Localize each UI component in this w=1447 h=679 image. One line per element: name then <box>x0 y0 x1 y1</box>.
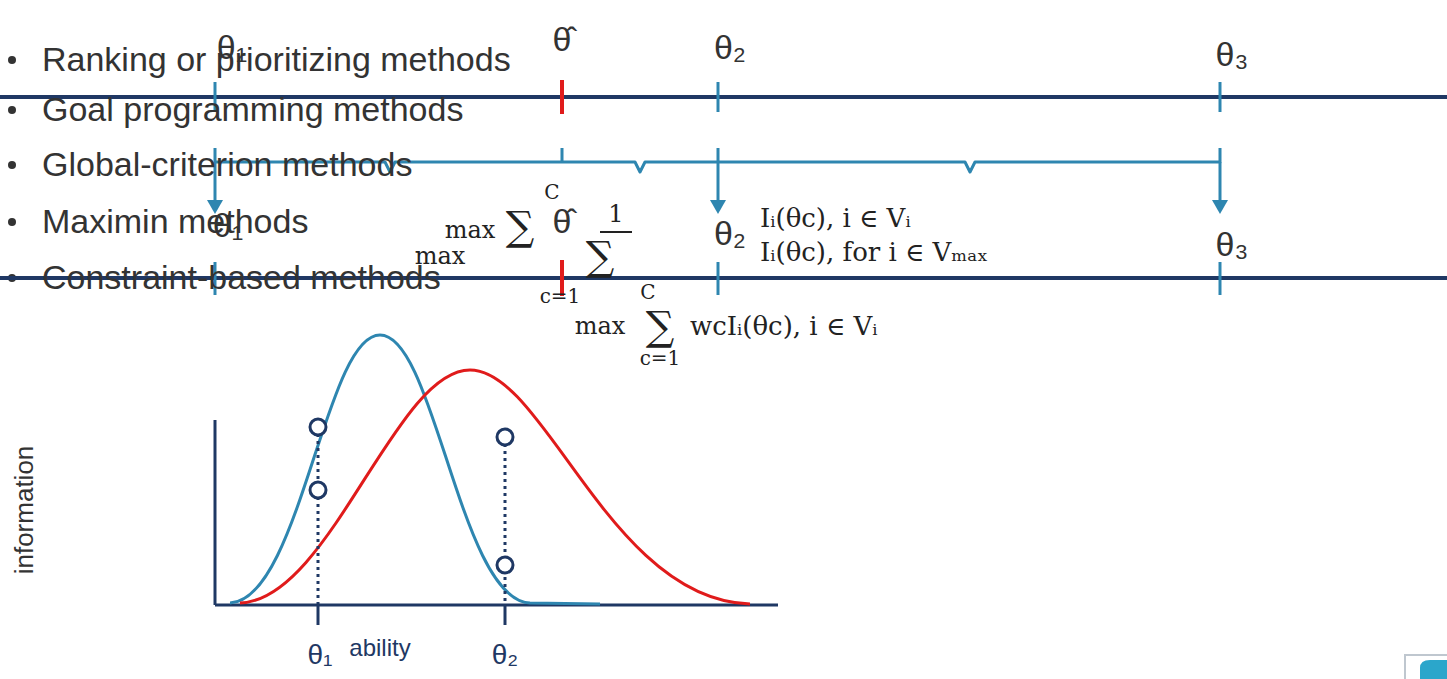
formula-term: max <box>415 243 466 269</box>
logo-box <box>1405 655 1447 679</box>
formula-term: C <box>640 281 655 303</box>
axis-tick-label: θ₂ <box>492 640 518 671</box>
bullet-text: Ranking or prioritizing methods <box>42 41 511 78</box>
estimate-ticks <box>560 80 564 296</box>
formula-term: max <box>445 217 496 243</box>
formula-term: c=1 <box>540 285 581 307</box>
theta-label: θ₁ <box>217 29 247 66</box>
logo-mark <box>1420 660 1447 679</box>
theta-label: θ̂ <box>553 21 572 58</box>
arrow-heads <box>207 200 1228 214</box>
axis-ticks <box>318 605 505 625</box>
information-curve <box>230 335 600 604</box>
formula-term: Iᵢ(θc), i ∈ Vᵢ <box>760 204 911 233</box>
theta-label: θ₂ <box>714 29 746 66</box>
formula-term: 1 <box>608 201 623 227</box>
formula-term: max <box>575 313 626 339</box>
axis-label: ability <box>349 635 410 661</box>
theta-label: θ₂ <box>714 215 746 252</box>
axis-label: information <box>10 446 39 575</box>
formula-term: ∑ <box>646 304 675 348</box>
theta-label: θ₃ <box>1216 226 1249 263</box>
theta-label: θ₃ <box>1216 36 1249 73</box>
theta-label: θ₁ <box>213 207 243 244</box>
fraction-bar <box>600 231 632 233</box>
bullet-dots <box>8 56 16 282</box>
value-dots <box>310 419 513 573</box>
formula-term: C <box>544 181 559 203</box>
bullet-text: Constraint-based methods <box>42 259 441 296</box>
information-curve <box>240 370 750 604</box>
theta-label: θ̂ <box>553 203 572 240</box>
formula-term: wcIᵢ(θc), i ∈ Vᵢ <box>690 312 877 341</box>
bullet-text: Maximin methods <box>42 203 308 240</box>
bullet-text: Goal programming methods <box>42 91 463 128</box>
formula-term: ∑ <box>586 234 615 278</box>
drop-lines <box>318 434 505 605</box>
formula-term: c=1 <box>640 347 681 369</box>
formula-term: Iᵢ(θc), for i ∈ Vₘₐₓ <box>760 238 988 267</box>
bullet-text: Global-criterion methods <box>42 146 412 183</box>
formula-term: ∑ <box>506 204 535 248</box>
axis-tick-label: θ₁ <box>307 640 332 671</box>
